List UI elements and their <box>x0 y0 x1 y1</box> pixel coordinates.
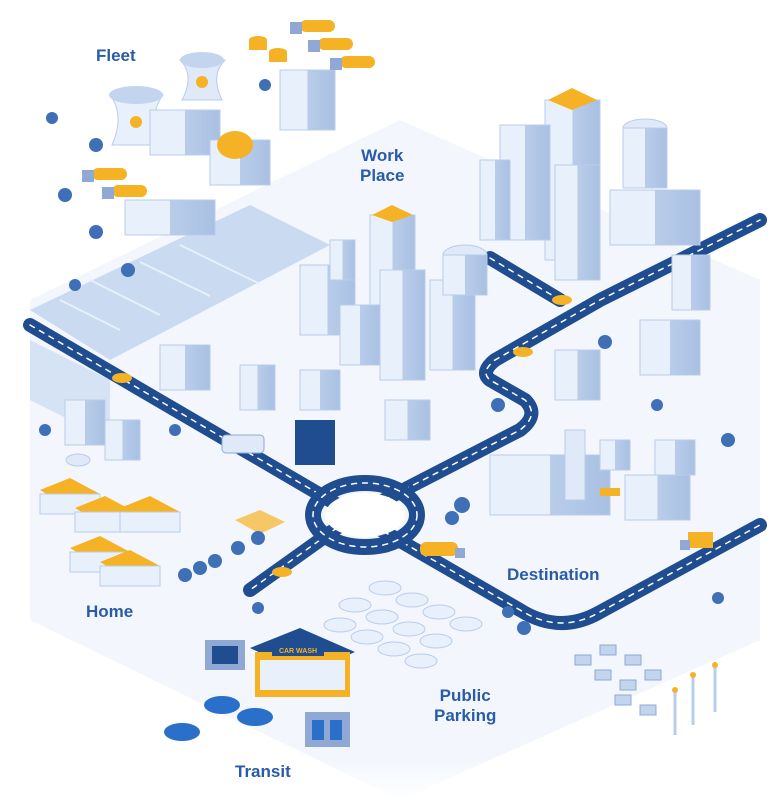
transit-label: Transit <box>235 762 291 782</box>
bus <box>221 434 265 454</box>
work-place-zone <box>159 205 488 465</box>
wind-turbines <box>672 662 718 735</box>
car-wash-sign-text: CAR WASH <box>279 648 317 655</box>
house <box>99 550 161 587</box>
car <box>552 295 572 305</box>
car <box>204 696 240 714</box>
car-wash-sign <box>272 644 324 656</box>
business-district <box>479 88 711 401</box>
transit-zone: CAR WASH <box>164 628 355 747</box>
tanker-truck <box>308 38 353 52</box>
house <box>119 496 181 533</box>
car <box>164 723 200 741</box>
delivery-truck <box>680 532 713 550</box>
home-zone <box>39 399 285 587</box>
public-parking-label-line2: Parking <box>434 706 497 725</box>
work-place-label-line2: Place <box>360 166 405 185</box>
public-parking-label-line1: Public <box>439 686 491 705</box>
bottom-fade <box>0 760 775 800</box>
fuel-truck <box>420 542 465 558</box>
work-place-label-line1: Work <box>361 146 404 165</box>
car <box>513 347 533 357</box>
road-network <box>23 213 767 630</box>
road-vehicles <box>112 295 572 577</box>
trees <box>39 79 735 635</box>
work-place-label: Work Place <box>360 146 404 186</box>
fleet-label: Fleet <box>96 46 136 66</box>
public-parking-label: Public Parking <box>434 686 496 726</box>
car <box>272 567 292 577</box>
road-center-north <box>348 213 767 522</box>
tanker-truck <box>82 168 127 182</box>
destination-label: Destination <box>507 565 600 585</box>
destination-zone <box>420 429 713 558</box>
tanker-truck <box>290 20 335 34</box>
transit-label-text: Transit <box>235 762 291 781</box>
fleet-zone <box>82 20 375 236</box>
car <box>237 708 273 726</box>
car <box>112 373 132 383</box>
solar-farm <box>574 644 662 716</box>
tanker-truck <box>102 185 147 199</box>
public-parking-zone <box>323 580 483 669</box>
home-label: Home <box>86 602 133 622</box>
fleet-label-text: Fleet <box>96 46 136 65</box>
home-label-text: Home <box>86 602 134 621</box>
tanker-truck <box>330 56 375 70</box>
destination-label-text: Destination <box>507 565 600 584</box>
